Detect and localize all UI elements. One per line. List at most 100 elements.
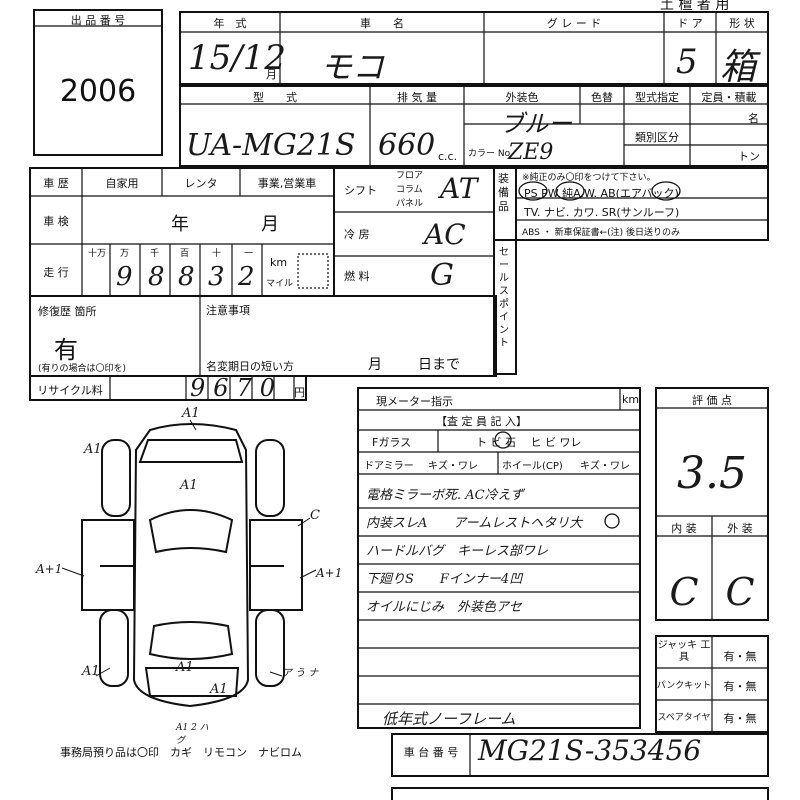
mileage-digit: 3	[208, 262, 225, 292]
mileage-digit: 9	[116, 262, 133, 292]
car-name-value: モコ	[320, 48, 385, 86]
shaken-year: 年	[171, 214, 189, 235]
grade-value: 3.5	[677, 448, 747, 499]
equipment-line3: ABS ・ 新車保証書←(注) 後日送りのみ	[522, 228, 681, 238]
displacement-label: 排 気 量	[397, 91, 437, 104]
equipment-label: 装備品	[498, 172, 509, 213]
lot-number: 2006	[59, 74, 137, 109]
shaken-label: 車 検	[43, 215, 69, 228]
equipment-line2: TV. ナビ. カワ. SR(サンルーフ)	[524, 206, 680, 219]
top-right-label: 土 檀 者 用	[660, 0, 730, 13]
chassis-label: 車 台 番 号	[403, 746, 459, 759]
history-private: 自家用	[105, 177, 139, 190]
digit-10: 十	[212, 249, 222, 259]
year-label: 年 式	[213, 17, 247, 30]
wheel-label: ホイール(CP)	[502, 461, 563, 472]
wheel-options: キズ・ワレ	[580, 461, 630, 472]
door-label: ド ア	[677, 17, 703, 30]
mileage-label: 走 行	[43, 266, 69, 279]
inspector-note: 電格ミラーボ死. AC冷えず	[366, 488, 524, 503]
inspector-note: ハードルバグ キーレス部ワレ	[366, 544, 549, 559]
spare-yn: 有・無	[723, 712, 757, 725]
jack-yn: 有・無	[723, 650, 757, 663]
damage-mark: A1	[82, 664, 100, 679]
damage-mark: A1	[180, 478, 198, 493]
exterior-value: C	[725, 570, 755, 614]
puncture-yn: 有・無	[723, 680, 757, 693]
shift-panel: パネル	[396, 199, 424, 209]
damage-mark: A1	[84, 442, 102, 457]
history-business: 事業,営業車	[257, 177, 317, 190]
door-value: 5	[676, 42, 698, 82]
puncture-label: パンクキット	[656, 681, 712, 691]
color-change-label: 色替	[591, 91, 613, 104]
fglass-label: Fガラス	[372, 436, 412, 449]
damage-mark: A1	[176, 660, 194, 675]
equipment-line1: PS PW 純A.W. AB(エアバック)	[524, 187, 679, 200]
equipment-note: ※純正のみ〇印をつけて下さい。	[522, 173, 656, 183]
lot-label: 出 品 番 号	[70, 14, 126, 27]
year-value: 15/12	[188, 38, 286, 78]
ton-unit: トン	[738, 150, 760, 163]
grade-label: グ レ ー ド	[546, 17, 602, 30]
km-unit: km	[270, 256, 288, 269]
year-unit: 月	[266, 68, 277, 81]
damage-mark: A1	[210, 682, 228, 697]
inspector-note: 低年式ノーフレーム	[382, 710, 516, 728]
shape-value: 箱	[720, 47, 757, 88]
repair-value: 有	[54, 336, 78, 364]
ac-label: 冷 房	[344, 228, 370, 241]
shaken-month: 月	[261, 214, 279, 235]
name-change-label: 名変期日の短い方	[206, 360, 294, 373]
fuel-value: G	[430, 258, 454, 293]
mile-unit: マイル	[266, 279, 294, 289]
jack-label: ジャッキ 工 具	[657, 640, 711, 663]
shift-floor: フロア	[396, 171, 424, 181]
mirror-label: ドアミラー	[364, 461, 414, 472]
interior-label: 内 装	[671, 522, 697, 535]
color-label: 外装色	[505, 91, 539, 104]
repair-note: (有りの場合は〇印を)	[38, 364, 127, 374]
color-no-value: ZE9	[508, 140, 554, 165]
interior-value: C	[669, 570, 699, 614]
history-rental: レンタ	[184, 177, 218, 190]
chassis-value: MG21S-353456	[478, 734, 702, 767]
recycle-label: リサイクル料	[37, 384, 103, 397]
shift-value: AT	[440, 172, 478, 205]
type-designation-label: 型式指定	[635, 91, 679, 104]
damage-mark: C	[310, 508, 320, 523]
displacement-unit: c.c.	[438, 150, 458, 163]
mirror-options: キズ・ワレ	[428, 461, 478, 472]
damage-mark: A+1	[316, 566, 343, 580]
capacity-label: 定員・積載	[701, 91, 757, 104]
caution-label: 注意事項	[206, 304, 250, 317]
damage-mark: ア う ナ	[282, 668, 319, 679]
shift-column: コラム	[396, 185, 423, 195]
model-label: 型 式	[253, 91, 297, 104]
repair-label: 修復歴 箇所	[38, 305, 97, 318]
digit-100k: 十万	[88, 249, 107, 259]
damage-mark: A1 2 ハグ	[176, 723, 209, 746]
shift-label: シフト	[344, 184, 377, 197]
car-diagram	[81, 423, 303, 708]
inspector-note: 下廻りS Fインナー4凹	[366, 572, 523, 587]
shape-label: 形 状	[729, 17, 755, 30]
sales-point-label: セールスポイント	[499, 247, 509, 349]
exterior-label: 外 装	[727, 522, 753, 535]
classification-label: 類別区分	[635, 131, 679, 144]
digit-10k: 万	[120, 249, 130, 259]
mileage-digit: 8	[148, 262, 165, 292]
meter-label: 現メーター指示	[376, 395, 453, 408]
footer-note: 事務局預り品は〇印 カギ リモコン ナビロム	[60, 746, 302, 759]
damage-mark: A1	[182, 406, 200, 421]
digit-1: 一	[244, 249, 254, 259]
digit-100: 百	[180, 249, 190, 259]
color-no-label: カラー No.	[468, 149, 513, 159]
mileage-digit: 2	[238, 262, 255, 292]
displacement-value: 660	[378, 128, 436, 163]
inspector-note: オイルにじみ 外装色アセ	[366, 600, 522, 615]
fuel-label: 燃 料	[344, 270, 370, 283]
persons-unit: 名	[748, 112, 759, 125]
recycle-value: 9670	[190, 374, 284, 402]
